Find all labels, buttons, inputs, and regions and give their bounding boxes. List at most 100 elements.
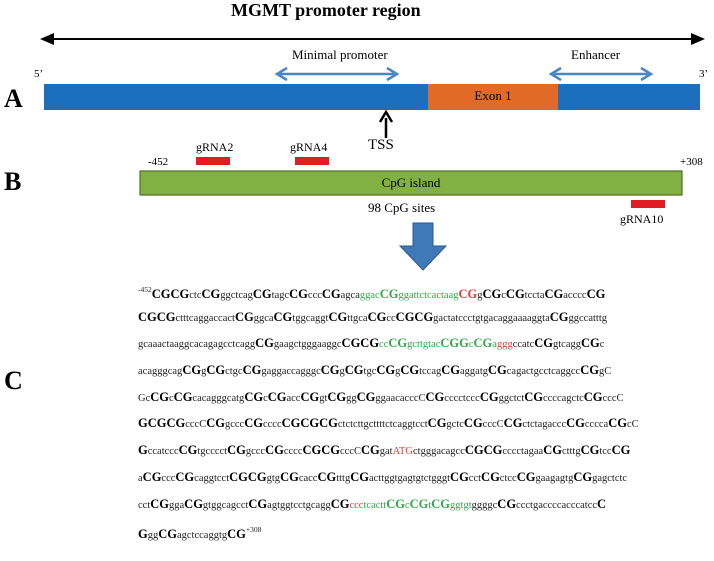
sequence-segment: tccta <box>524 290 545 301</box>
cpg-site: CG <box>178 443 198 458</box>
panel-a-diagram <box>40 33 705 138</box>
cpg-site: CG <box>356 389 376 404</box>
sequence-segment: cacagggcatg <box>192 392 245 404</box>
sequence-segment: c <box>263 392 268 404</box>
sequence-segment: Gc <box>138 392 151 404</box>
cpg-island-bar <box>139 170 683 196</box>
sequence-segment: agtggtcctgcagg <box>267 499 331 511</box>
sequence-segment: ggctct <box>498 392 525 404</box>
promoter-sequence: -452CGCGctcCGggctcagCGtagcCGcccCGagcagga… <box>138 277 703 544</box>
cpg-site: CG <box>265 443 284 458</box>
sequence-segment: gaagagtg <box>535 472 574 484</box>
cpg-site: CG <box>344 363 364 378</box>
sequence-segment: cccC <box>340 446 361 458</box>
sequence-segment: g <box>395 366 401 378</box>
cpg-site: CG <box>227 443 246 458</box>
enhancer-label: Enhancer <box>571 47 621 62</box>
sequence-segment: cccctccc <box>444 392 480 404</box>
sequence-segment: ggctcag <box>220 290 253 301</box>
cpg-site: CG <box>289 287 308 301</box>
cpg-site: CG <box>320 363 340 378</box>
cpg-site: CG <box>463 416 483 431</box>
grna-target-segment: ggtgt <box>450 499 472 511</box>
cpg-site: CG <box>252 287 272 301</box>
highlighted-segment: ggg <box>496 339 513 351</box>
sequence-segment: tgcccct <box>197 446 228 458</box>
sequence-segment: ctttcaggaccact <box>175 312 235 324</box>
sequence-line: aCGcccCGcaggtcctCGCGgtgCGcaccCGtttgCGact… <box>138 464 703 491</box>
grna-target-segment: a <box>492 339 497 351</box>
cpg-site: CG <box>450 469 469 484</box>
grna-cpg-site: CG <box>379 287 399 301</box>
sequence-line: cctCGggaCGgtggcagcctCGagtggtcctgcaggCGcc… <box>138 491 703 518</box>
sequence-segment: gaagctgggaaggc <box>273 339 342 351</box>
cpg-site: CGCG <box>302 443 341 458</box>
cpg-site: CGCG <box>395 309 434 324</box>
cpg-site: CG <box>248 496 268 511</box>
sequence-segment: cccca <box>584 419 609 431</box>
cpg-site: CG <box>516 469 536 484</box>
cpg-site: CG <box>566 416 585 431</box>
sequence-segment: gccc <box>245 446 266 458</box>
cpg-site: C <box>597 496 607 511</box>
sequence-segment: ggggc <box>471 499 498 511</box>
sequence-segment: gC <box>598 366 612 378</box>
grna-target-segment: tcactt <box>363 499 387 511</box>
cpg-site: CG <box>280 469 299 484</box>
cpg-site: CG <box>150 496 169 511</box>
sequence-segment: gga <box>169 499 185 511</box>
sequence-end-position: +308 <box>245 525 262 535</box>
cpg-site: CG <box>441 363 461 378</box>
cpg-site: G <box>138 443 148 458</box>
cpg-site: CG <box>543 443 562 458</box>
sequence-line: GcCGcCGcacagggcatgCGcCGaccCGgtCGggCGggaa… <box>138 384 703 411</box>
sequence-segment: cccC <box>482 419 504 431</box>
tss-label: TSS <box>368 137 394 153</box>
cpg-site: CG <box>234 309 254 324</box>
tss-arrow <box>378 109 394 138</box>
cpg-site: CG <box>505 287 525 301</box>
cpg-site: CGCGCG <box>281 416 338 431</box>
five-prime-label: 5’ <box>34 68 44 80</box>
sequence-segment: gcaaactaaggcacagagcctcagg <box>138 339 256 351</box>
sequence-segment: gaggaccagggc <box>261 366 321 378</box>
sequence-segment: ctttg <box>561 446 581 458</box>
cpg-site: CG <box>201 287 221 301</box>
sequence-segment: cacc <box>298 472 318 484</box>
cpg-site: CG <box>255 336 274 351</box>
sequence-segment: ctcc <box>499 472 517 484</box>
cpg-site: CG <box>583 389 603 404</box>
cpg-site: CG <box>300 389 320 404</box>
sequence-segment: ttgca <box>347 312 368 324</box>
cpg-site: CG <box>524 389 543 404</box>
panel-b-diagram <box>139 157 683 271</box>
exon-label: Exon 1 <box>474 88 512 103</box>
sequence-segment: cccctagaa <box>502 446 544 458</box>
three-prime-label: 3’ <box>699 68 709 80</box>
cpg-site: CG <box>173 389 193 404</box>
sequence-segment: cccc <box>283 446 303 458</box>
cpg-site: GCGCG <box>138 416 186 431</box>
cpg-site: CG <box>482 287 502 301</box>
sequence-segment: gtcagg <box>553 339 581 351</box>
sequence-segment: ctctcttgcttttctcaggtcct <box>337 419 428 431</box>
sequence-segment: ggca <box>253 312 274 324</box>
cpg-site: CG <box>227 527 246 542</box>
grna-target-segment: c <box>468 339 474 351</box>
cpg-site: CG <box>608 416 627 431</box>
sequence-segment: c <box>501 290 506 301</box>
cpg-sites-label: 98 CpG sites <box>368 200 436 215</box>
grna-mid-label: gRNA4 <box>290 140 328 154</box>
grna-cpg-site: CG <box>409 496 429 511</box>
highlighted-cpg-site: CG <box>458 287 478 301</box>
grna-cpg-site: CG <box>473 336 493 351</box>
cpg-site: CG <box>244 416 263 431</box>
cpg-site: CG <box>142 469 162 484</box>
cpg-site: G <box>138 527 148 542</box>
sequence-segment: cC <box>626 419 639 431</box>
sequence-segment: gagctctc <box>592 472 628 484</box>
cpg-site: CG <box>427 416 447 431</box>
grna-cpg-site: CG <box>386 496 405 511</box>
cpg-site: CG <box>267 389 287 404</box>
sequence-segment: cccC <box>185 419 207 431</box>
